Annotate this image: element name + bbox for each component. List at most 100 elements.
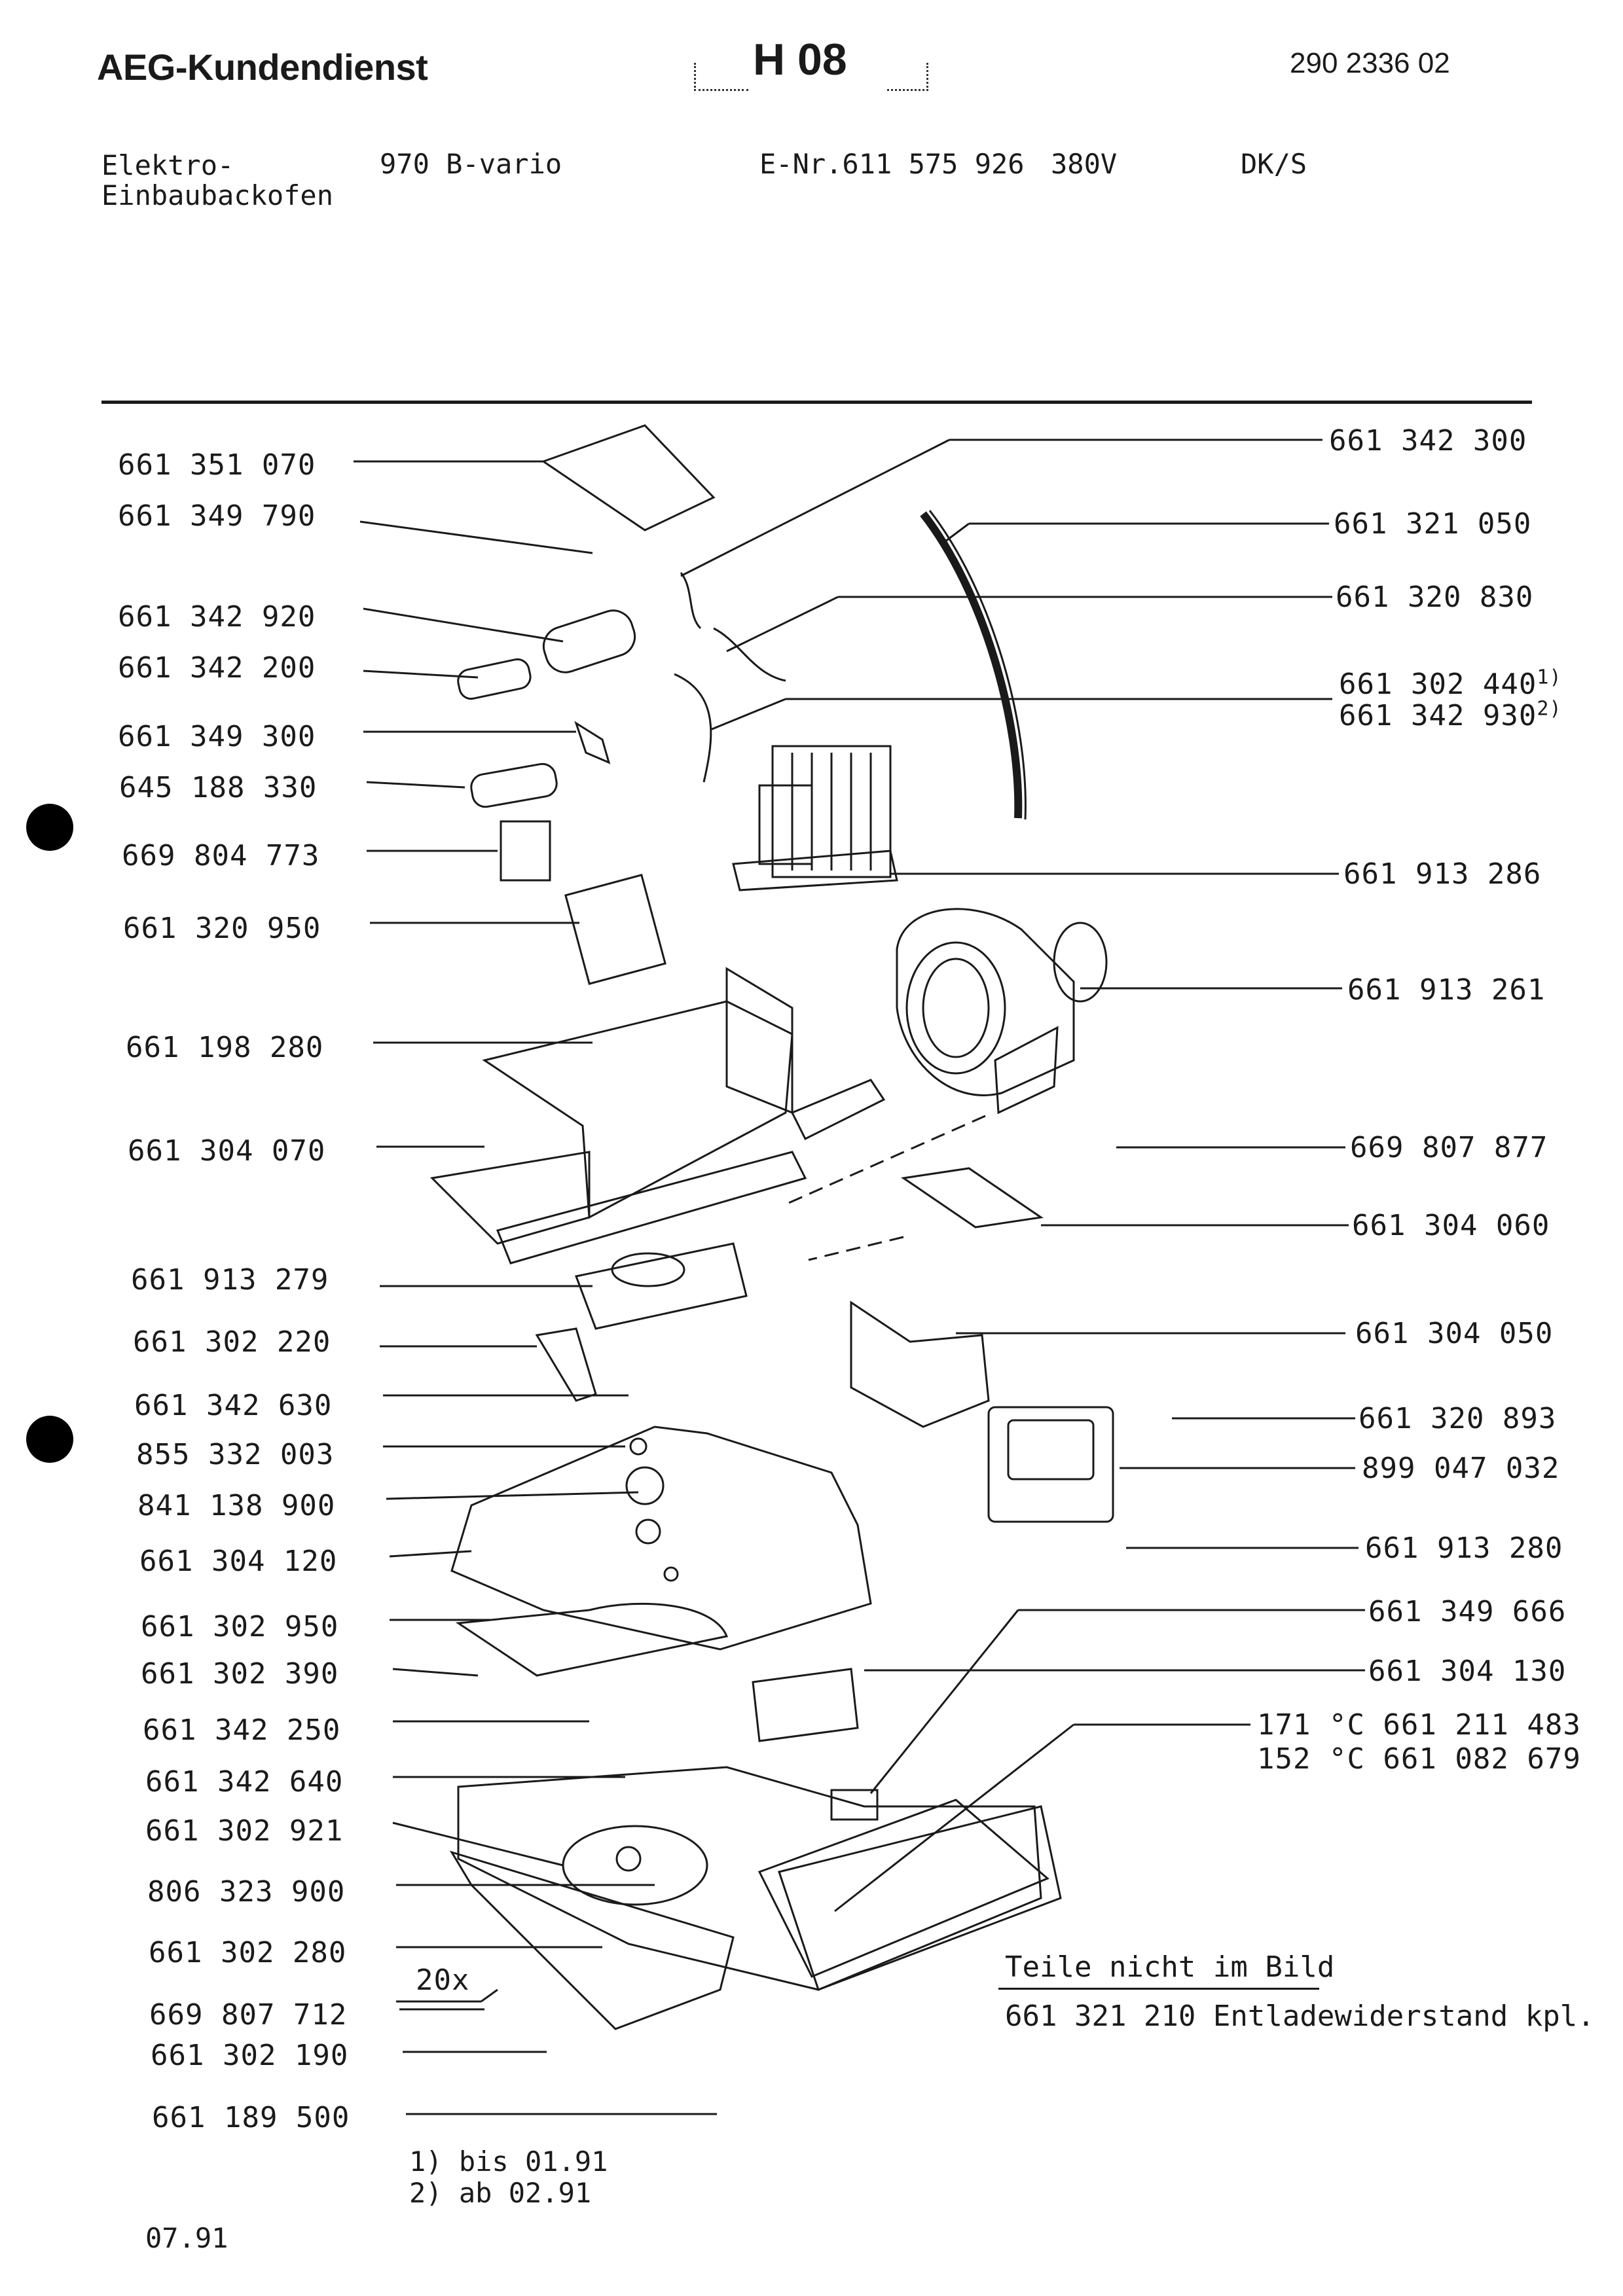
- part-right-5: 661 342 9302): [1339, 699, 1562, 732]
- footnote-1: 1) bis 01.91: [409, 2145, 608, 2178]
- document-number: 290 2336 02: [1290, 47, 1450, 79]
- insulation-pad: [455, 1602, 729, 1677]
- part-left-25: 661 302 190: [151, 2039, 349, 2072]
- part-left-7: 669 804 773: [122, 839, 320, 872]
- notes-underline: [998, 1988, 1319, 1990]
- part-left-15: 841 138 900: [137, 1489, 336, 1522]
- part-right-3: 661 320 830: [1336, 581, 1534, 614]
- chassis-rail: [496, 1151, 807, 1265]
- transformer: [771, 745, 892, 878]
- cable-arc: [920, 511, 1023, 819]
- part-right-15: 661 304 130: [1368, 1655, 1567, 1688]
- diode-box: [500, 820, 551, 882]
- part-right-12: 899 047 032: [1362, 1452, 1560, 1485]
- punch-hole-top: [26, 804, 73, 851]
- cavity-top-plate: [450, 1426, 872, 1651]
- code-box-left: [694, 63, 748, 91]
- notes-item: 661 321 210 Entladewiderstand kpl.: [1005, 2000, 1595, 2033]
- appliance-type-1: Elektro-: [101, 149, 234, 181]
- capacitor: [542, 609, 636, 673]
- blower-outlet: [994, 1026, 1059, 1115]
- thermostat: [830, 1789, 879, 1821]
- stirrer-motor: [574, 1242, 748, 1330]
- part-left-4: 661 342 200: [118, 651, 316, 685]
- code-box-right: [887, 63, 928, 91]
- leader-left-16: [389, 1550, 472, 1558]
- part-left-21: 661 302 921: [145, 1814, 344, 1848]
- part-left-8: 661 320 950: [123, 912, 321, 945]
- part-left-5: 661 349 300: [118, 720, 316, 753]
- part-left-1: 661 351 070: [118, 448, 316, 482]
- blower-wheel: [905, 941, 1006, 1075]
- part-right-11: 661 320 893: [1359, 1402, 1557, 1435]
- header-rule: [101, 401, 1532, 404]
- cover-plate: [541, 424, 716, 531]
- blower-housing: [896, 908, 1075, 1096]
- part-right-10: 661 304 050: [1355, 1317, 1554, 1350]
- part-left-2: 661 349 790: [118, 499, 316, 533]
- print-date: 07.91: [145, 2222, 228, 2254]
- part-right-14: 661 349 666: [1368, 1595, 1567, 1628]
- part-left-18: 661 302 390: [141, 1657, 339, 1691]
- part-right-4-number: 661 302 440: [1339, 668, 1537, 701]
- transformer-base: [732, 850, 898, 891]
- part-left-24: 669 807 712: [149, 1998, 348, 2032]
- model-name: 970 B-vario: [380, 148, 562, 180]
- part-left-6: 645 188 330: [119, 771, 318, 804]
- chassis-upright: [725, 967, 793, 1115]
- part-left-19: 661 342 250: [143, 1713, 341, 1747]
- part-left-14: 855 332 003: [136, 1438, 335, 1471]
- small-bracket: [574, 721, 611, 764]
- circuit-board: [564, 874, 666, 985]
- e-number: E-Nr.611 575 926: [759, 148, 1025, 180]
- capacitor-2: [470, 762, 558, 808]
- part-left-13: 661 342 630: [134, 1389, 333, 1422]
- brand-title: AEG-Kundendienst: [97, 46, 428, 88]
- part-left-11: 661 913 279: [131, 1263, 329, 1297]
- magnetron: [987, 1406, 1114, 1523]
- chassis-foot-right: [790, 1079, 886, 1141]
- cover-panel-right: [757, 1799, 1049, 1978]
- bottom-plate: [457, 1766, 1042, 1991]
- part-right-1: 661 342 300: [1329, 424, 1527, 457]
- punch-hole-bottom: [26, 1416, 73, 1463]
- part-left-3: 661 342 920: [118, 600, 316, 634]
- part-left-22: 806 323 900: [147, 1875, 346, 1909]
- part-left-26: 661 189 500: [152, 2101, 350, 2134]
- leader-left-18: [392, 1668, 479, 1677]
- part-right-13: 661 913 280: [1365, 1532, 1563, 1565]
- service-panel: [778, 1805, 1062, 1991]
- leader-left-15: [386, 1491, 639, 1500]
- market-code: DK/S: [1241, 148, 1307, 180]
- footnote-2: 2) ab 02.91: [409, 2177, 592, 2209]
- leader-left-6: [366, 781, 465, 789]
- part-right-5-number: 661 342 930: [1339, 699, 1537, 732]
- part-right-2: 661 321 050: [1334, 507, 1532, 541]
- part-right-8: 669 807 877: [1350, 1131, 1548, 1164]
- section-code: H 08: [753, 35, 847, 84]
- part-right-9: 661 304 060: [1352, 1209, 1550, 1242]
- part-right-17: 152 °C 661 082 679: [1257, 1742, 1581, 1776]
- dash-guide-2: [808, 1236, 904, 1261]
- dash-guide-1: [785, 1115, 986, 1206]
- base-tray: [449, 1850, 735, 2030]
- wire-2: [713, 627, 786, 682]
- chassis-foot-left: [429, 1151, 591, 1245]
- superscript-1: 1): [1537, 666, 1562, 689]
- part-right-6: 661 913 286: [1343, 857, 1542, 891]
- part-left-16: 661 304 120: [139, 1545, 338, 1578]
- insulation-block: [752, 1668, 859, 1742]
- leader-left-21: [392, 1821, 564, 1867]
- part-right-4: 661 302 4401): [1339, 668, 1562, 701]
- leader-left-2: [359, 520, 593, 554]
- chassis-frame: [482, 1000, 793, 1219]
- voltage: 380V: [1051, 148, 1118, 180]
- appliance-type-2: Einbaubackofen: [101, 179, 334, 211]
- fuse-holder: [457, 658, 532, 700]
- motor-bracket: [535, 1327, 597, 1402]
- part-right-7: 661 913 261: [1347, 973, 1546, 1007]
- part-left-12: 661 302 220: [133, 1325, 331, 1359]
- wire-3: [674, 673, 712, 783]
- blower-motor: [1053, 922, 1108, 1003]
